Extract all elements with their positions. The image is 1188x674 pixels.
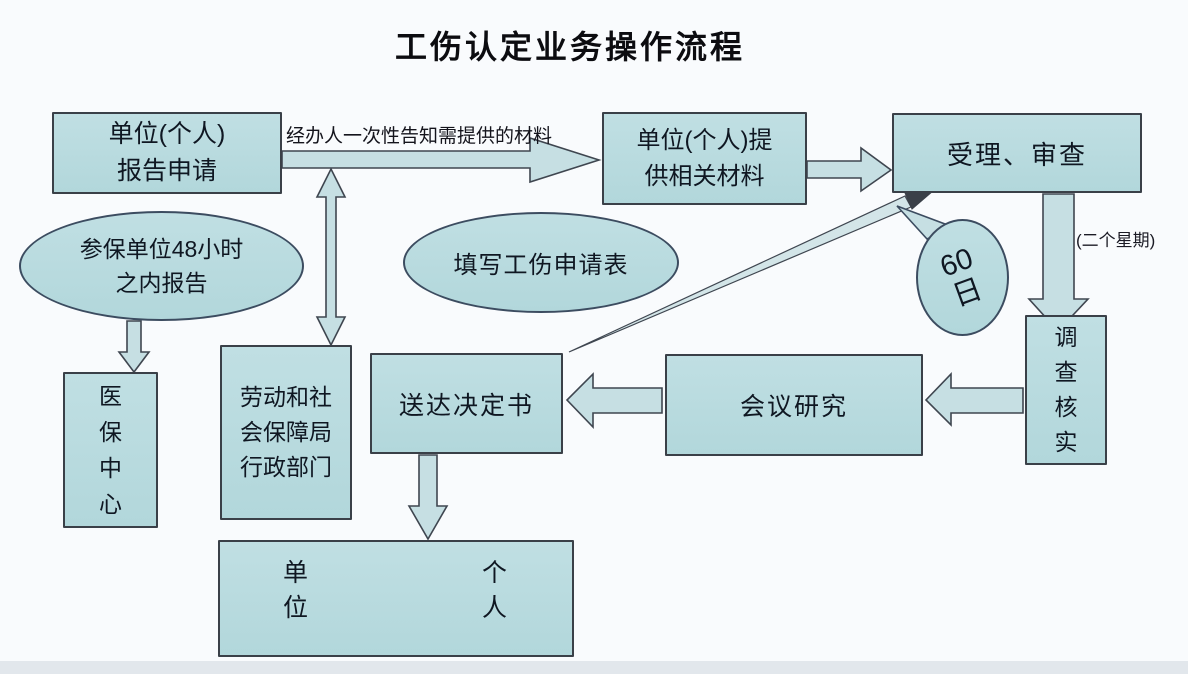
- medical-center-char: 心: [99, 491, 122, 517]
- labor-bureau-line2: 会保障局: [240, 419, 332, 445]
- node-insured-report: 参保单位48小时 之内报告: [19, 211, 304, 321]
- arrow-review-to-investigate-icon: [1027, 193, 1090, 333]
- report-apply-line2: 报告申请: [116, 157, 217, 185]
- node-accept-review: 受理、审查: [892, 113, 1142, 193]
- recipient-unit-char: 位: [283, 594, 309, 622]
- arrow-investigate-to-meeting-icon: [924, 372, 1024, 427]
- arrow-report-to-materials-icon: [281, 136, 602, 184]
- accept-review-label: 受理、审查: [946, 139, 1087, 170]
- arrow-deliver-to-recipients-icon: [407, 454, 449, 541]
- recipient-person: 个 人: [482, 556, 507, 626]
- node-investigate-verify: 调 查 核 实: [1025, 315, 1107, 465]
- investigate-char: 调: [1054, 324, 1078, 350]
- node-recipients: 单 位 个 人: [218, 540, 574, 657]
- labor-bureau-line1: 劳动和社: [240, 384, 332, 410]
- arrow-insured-to-medical-icon: [117, 320, 151, 374]
- investigate-char: 核: [1054, 394, 1078, 420]
- fill-form-label: 填写工伤申请表: [453, 252, 629, 279]
- arrow-materials-to-review-icon: [806, 146, 893, 193]
- node-sixty-days: 60 日: [916, 219, 1009, 336]
- node-provide-materials: 单位(个人)提 供相关材料: [602, 112, 807, 205]
- provide-materials-line1: 单位(个人)提: [636, 126, 773, 154]
- deliver-decision-label: 送达决定书: [398, 391, 534, 420]
- medical-center-char: 保: [99, 419, 122, 445]
- investigate-char: 查: [1054, 359, 1078, 385]
- node-medical-center: 医 保 中 心: [63, 372, 158, 528]
- recipient-person-char: 人: [482, 594, 508, 622]
- footer-band: [0, 661, 1188, 674]
- insured-report-line1: 参保单位48小时: [79, 236, 244, 262]
- insured-report-line2: 之内报告: [115, 270, 208, 296]
- labor-bureau-line3: 行政部门: [240, 454, 332, 480]
- node-fill-form: 填写工伤申请表: [403, 212, 679, 313]
- arrow-diagonal-shaft-icon: [568, 195, 912, 353]
- arrow-double-vertical-icon: [315, 167, 347, 347]
- node-labor-bureau: 劳动和社 会保障局 行政部门: [220, 345, 352, 520]
- arrow-meeting-to-deliver-icon: [565, 372, 663, 429]
- medical-center-char: 医: [99, 383, 122, 409]
- investigate-char: 实: [1054, 429, 1078, 455]
- node-meeting-research: 会议研究: [665, 354, 923, 456]
- recipient-person-char: 个: [482, 559, 508, 587]
- recipient-unit-char: 单: [283, 559, 309, 587]
- report-apply-line1: 单位(个人): [108, 120, 226, 148]
- node-deliver-decision: 送达决定书: [370, 353, 563, 454]
- label-notify-materials: 经办人一次性告知需提供的材料: [286, 126, 553, 147]
- medical-center-char: 中: [99, 455, 122, 481]
- page-title: 工伤认定业务操作流程: [394, 29, 745, 65]
- label-two-weeks: (二个星期): [1076, 231, 1156, 250]
- recipient-unit: 单 位: [283, 556, 308, 626]
- node-report-apply: 单位(个人) 报告申请: [52, 112, 282, 194]
- meeting-research-label: 会议研究: [739, 393, 848, 421]
- provide-materials-line2: 供相关材料: [644, 162, 765, 190]
